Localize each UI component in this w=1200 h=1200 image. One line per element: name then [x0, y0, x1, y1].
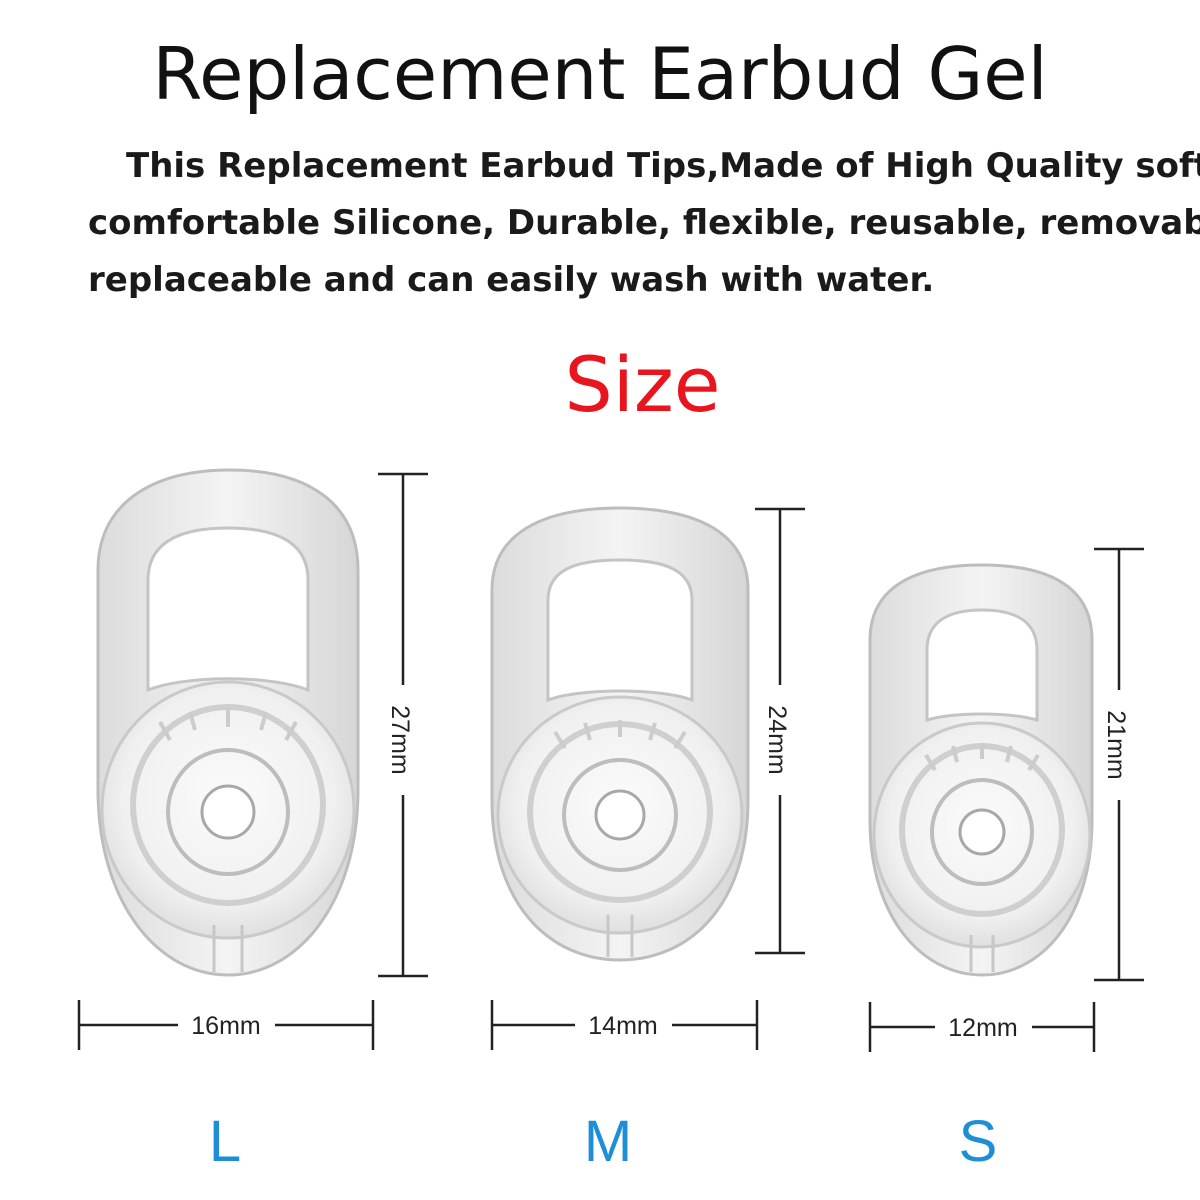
- height-dimension-small: [1094, 547, 1144, 982]
- product-description: This Replacement Earbud Tips,Made of Hig…: [88, 138, 1200, 309]
- width-dimension-small: [868, 1002, 1096, 1052]
- width-label-small: 12mm: [948, 1014, 1017, 1042]
- earbud-gel-medium-image: [490, 506, 750, 962]
- height-dimension-large: [378, 472, 428, 978]
- width-dimension-large: [77, 1000, 375, 1050]
- height-label-medium: 24mm: [763, 705, 791, 774]
- description-line: comfortable Silicone, Durable, flexible,…: [88, 203, 1200, 243]
- width-label-medium: 14mm: [588, 1012, 657, 1040]
- earbud-gel-large-image: [96, 468, 360, 977]
- height-label-large: 27mm: [386, 705, 414, 774]
- size-label-small: S: [958, 1109, 998, 1174]
- height-label-small: 21mm: [1102, 710, 1130, 779]
- height-dimension-medium: [755, 507, 805, 955]
- description-line: replaceable and can easily wash with wat…: [88, 260, 935, 300]
- description-line: This Replacement Earbud Tips,Made of Hig…: [126, 146, 1200, 186]
- earbud-gel-small-image: [868, 563, 1094, 977]
- page-title: Replacement Earbud Gel: [152, 32, 1048, 116]
- size-label-medium: M: [583, 1109, 633, 1174]
- size-label-large: L: [208, 1109, 242, 1174]
- width-label-large: 16mm: [191, 1012, 260, 1040]
- size-heading: Size: [564, 340, 721, 429]
- width-dimension-medium: [490, 1000, 759, 1050]
